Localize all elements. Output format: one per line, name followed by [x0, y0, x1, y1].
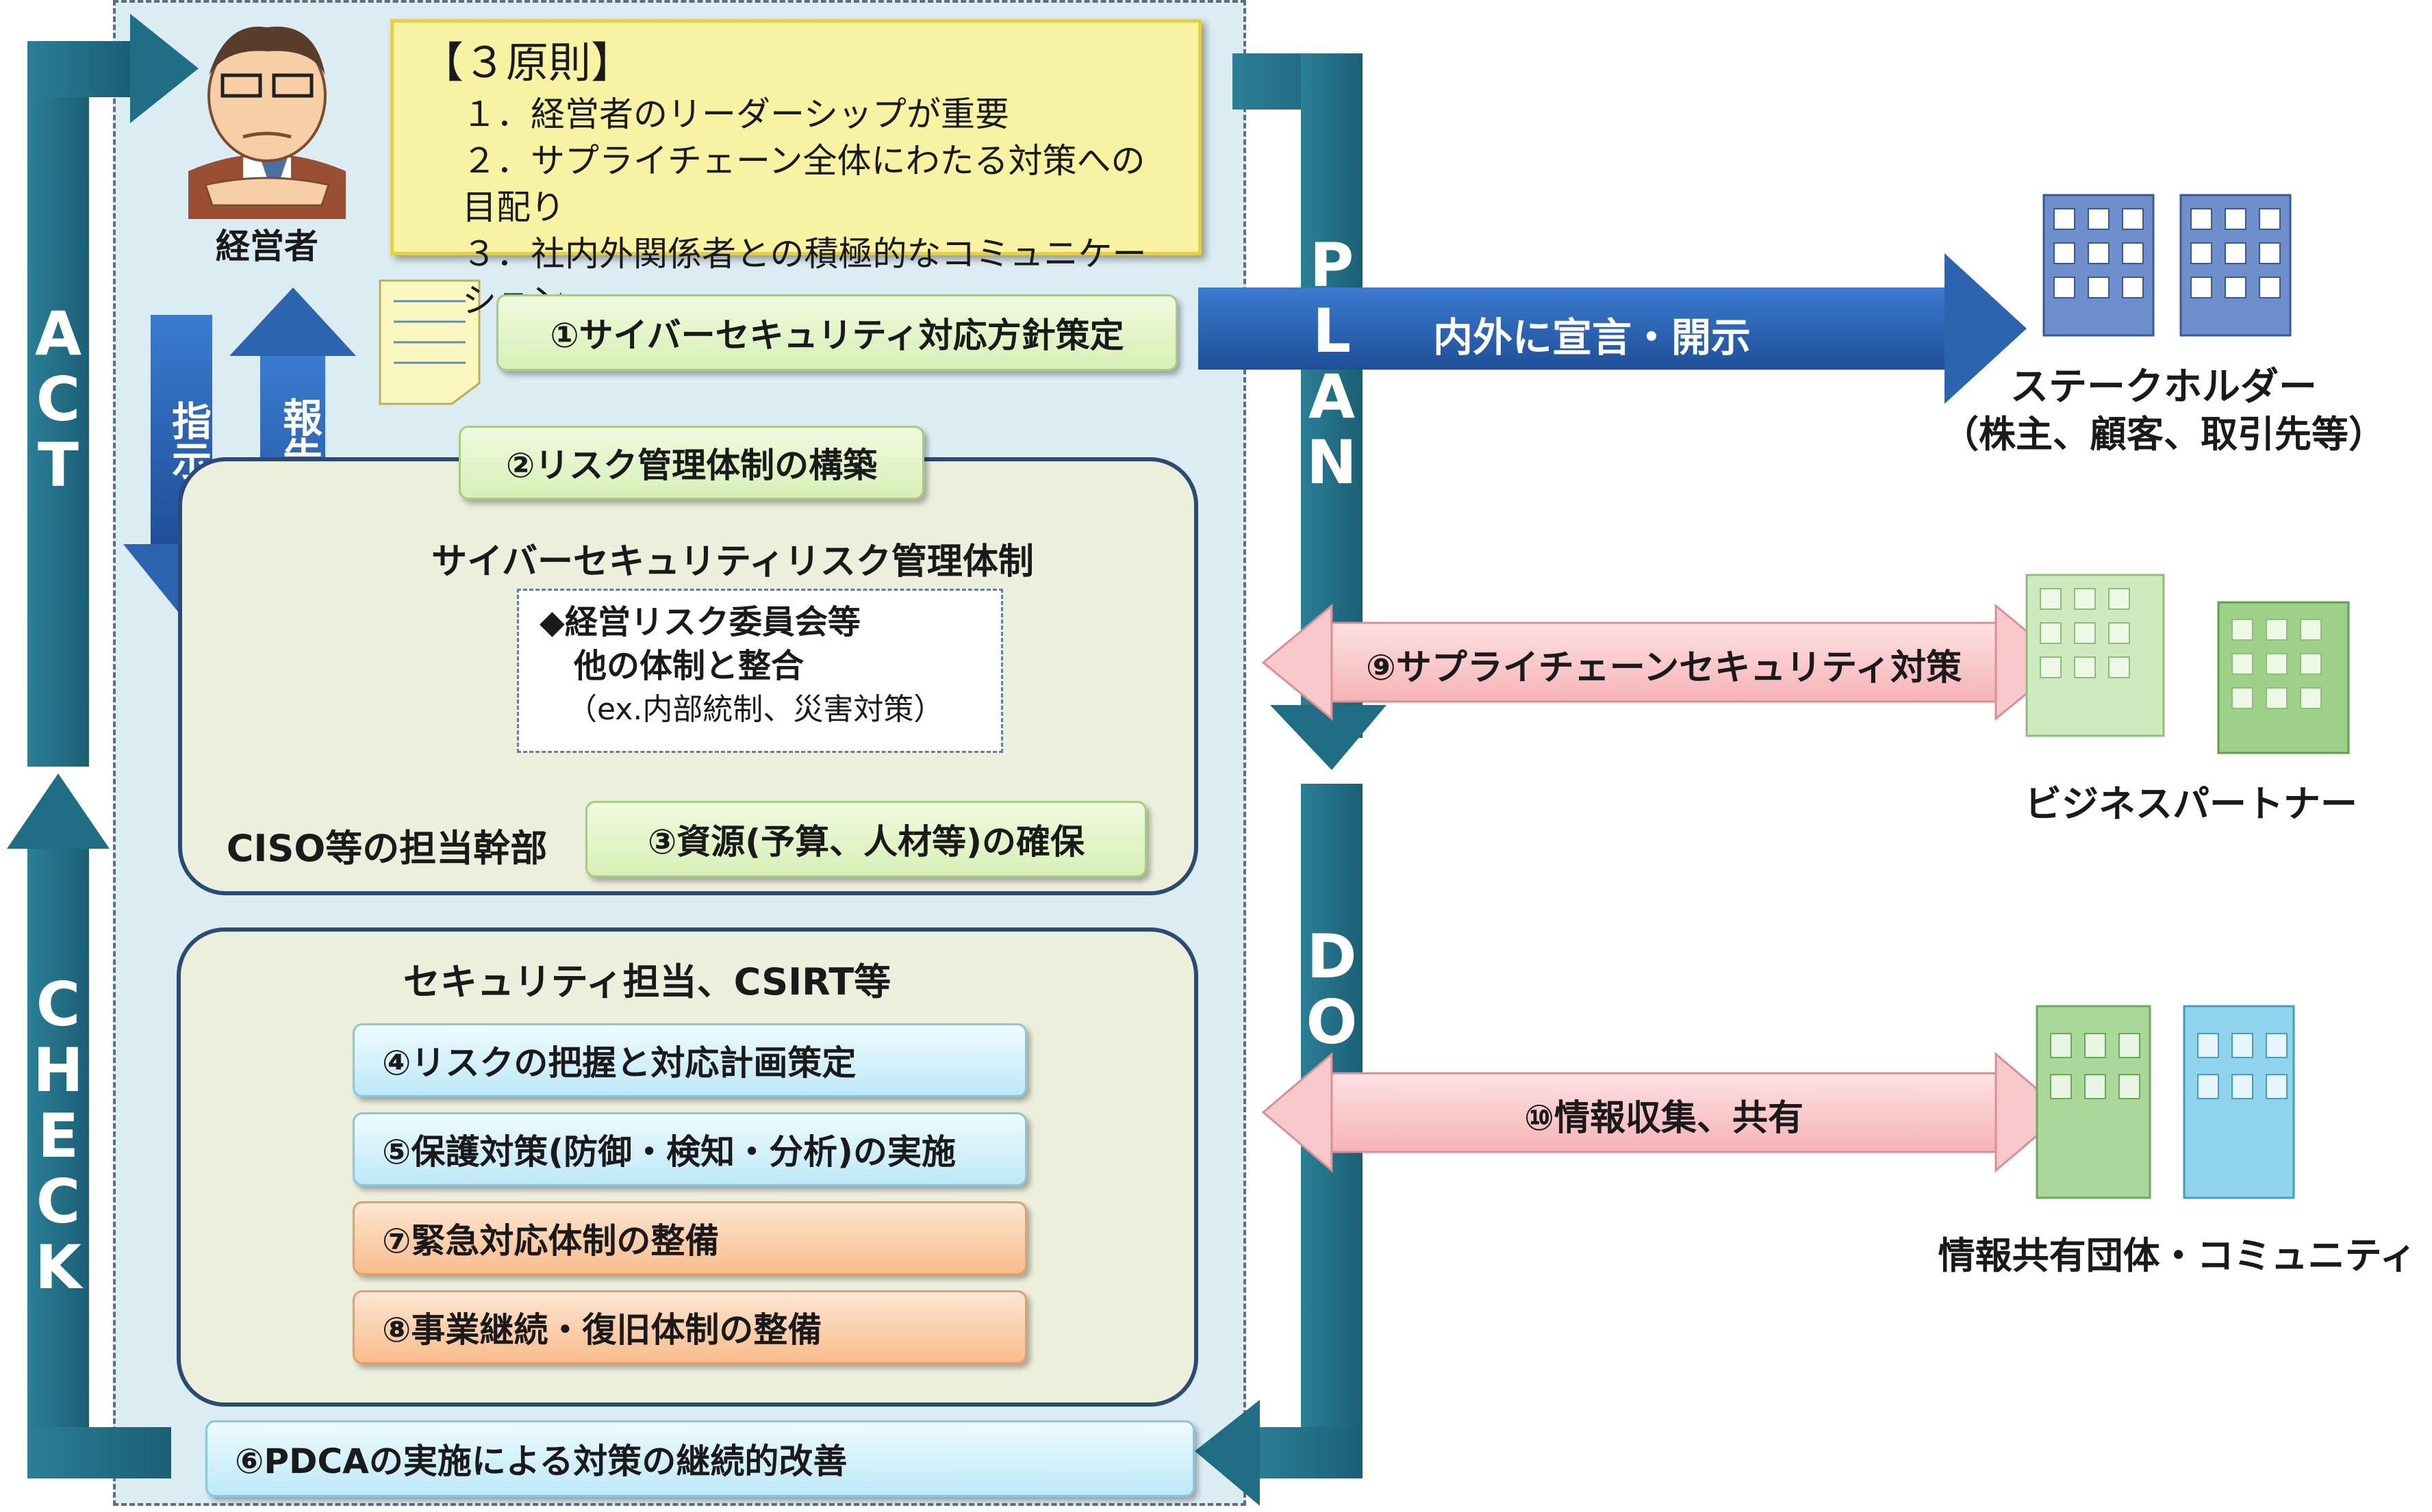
step-5-box: ⑤保護対策(防御・検知・分析)の実施 — [353, 1112, 1027, 1186]
supply-chain-label: ⑨サプライチェーンセキュリティ対策 — [1365, 648, 1962, 689]
stakeholder-label: ステークホルダー — [2010, 365, 2317, 409]
executive-label: 経営者 — [216, 227, 318, 266]
risk-committee-line-2: 他の体制と整合 — [574, 647, 805, 685]
step-8-box: ⑧事業継続・復旧体制の整備 — [353, 1290, 1027, 1364]
executive-person-icon — [188, 26, 346, 219]
risk-system-title: サイバーセキュリティリスク管理体制 — [431, 541, 1034, 582]
act-arrow — [27, 14, 199, 767]
stakeholder-sub-label: （株主、顧客、取引先等） — [1942, 413, 2385, 456]
declare-label: 内外に宣言・開示 — [1432, 314, 1751, 361]
step-3-box: ③資源(予算、人材等)の確保 — [585, 801, 1147, 877]
info-sharing-label: ⑩情報収集、共有 — [1523, 1098, 1804, 1139]
supply-chain-arrow — [1261, 603, 2066, 721]
step-1-box: ①サイバーセキュリティ対応方針策定 — [496, 294, 1178, 371]
risk-committee-box: ◆経営リスク委員会等 他の体制と整合 （ex.内部統制、災害対策） — [517, 589, 1003, 753]
risk-committee-line-1: ◆経営リスク委員会等 — [540, 603, 861, 641]
security-team-label: セキュリティ担当、CSIRT等 — [403, 960, 891, 1003]
risk-committee-line-3: （ex.内部統制、災害対策） — [567, 692, 944, 727]
step-4-box: ④リスクの把握と対応計画策定 — [353, 1023, 1027, 1097]
stakeholder-building-icon — [2042, 194, 2292, 337]
document-icon — [379, 279, 481, 405]
info-sharing-arrow — [1261, 1051, 2066, 1173]
step-6-box: ⑥PDCAの実施による対策の継続的改善 — [205, 1420, 1195, 1497]
step-2-box: ②リスク管理体制の構築 — [459, 426, 924, 500]
community-building-icon — [2036, 1005, 2295, 1199]
principle-line-1: １．経営者のリーダーシップが重要 — [462, 94, 1009, 134]
check-arrow — [7, 773, 171, 1478]
declare-arrow — [1198, 253, 2027, 404]
community-label: 情報共有団体・コミュニティ — [1938, 1234, 2417, 1277]
principles-title: 【３原則】 — [421, 38, 634, 88]
step-7-box: ⑦緊急対応体制の整備 — [353, 1201, 1027, 1275]
partner-building-icon — [2025, 574, 2350, 754]
principle-line-2: ２．サプライチェーン全体にわたる対策への目配り — [462, 141, 1145, 227]
partner-label: ビジネスパートナー — [2025, 782, 2357, 825]
principles-box: 【３原則】 １．経営者のリーダーシップが重要 ２．サプライチェーン全体にわたる対… — [390, 19, 1202, 320]
ciso-label: CISO等の担当幹部 — [226, 827, 548, 870]
